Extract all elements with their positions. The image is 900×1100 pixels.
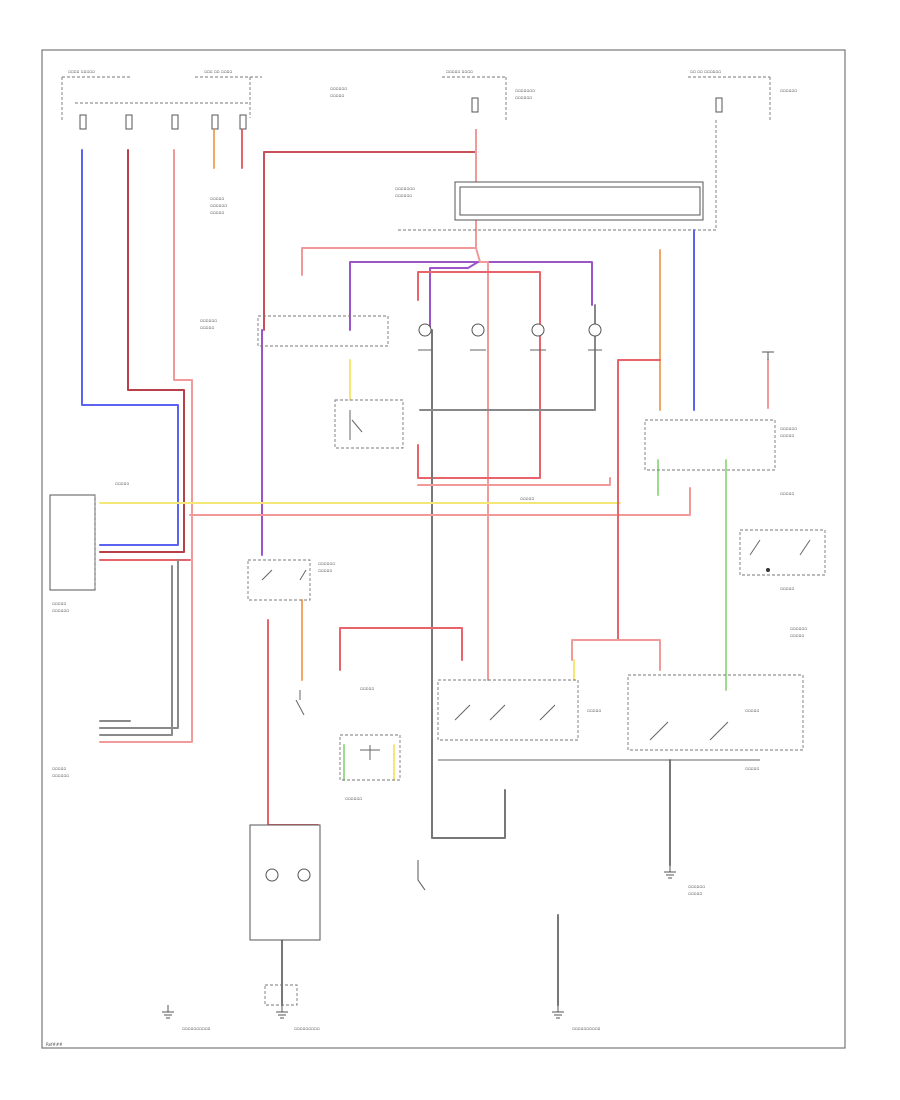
svg-text:▫▫▫▫▫: ▫▫▫▫▫ (587, 708, 601, 713)
svg-text:▫▫▫▫▫▫: ▫▫▫▫▫▫ (200, 318, 217, 323)
mid-switch (247, 559, 311, 601)
wire-gray-left (99, 565, 173, 736)
svg-text:▫▫▫▫▫: ▫▫▫▫▫ (52, 766, 66, 771)
svg-text:▫▫▫▫▫: ▫▫▫▫▫ (200, 325, 214, 330)
svg-text:▫▫▫▫▫: ▫▫▫▫▫ (520, 496, 534, 501)
svg-text:▫▫▫▫▫▫: ▫▫▫▫▫▫ (330, 86, 347, 91)
svg-text:▫▫▫▫▫▫: ▫▫▫▫▫▫ (318, 561, 335, 566)
svg-text:▫▫▫▫▫: ▫▫▫▫▫ (745, 708, 759, 713)
svg-text:▫▫▫▫▫: ▫▫▫▫▫ (780, 433, 794, 438)
ground-icon (162, 351, 774, 1019)
svg-text:▫▫▫▫▫▫▫▫▫▫: ▫▫▫▫▫▫▫▫▫▫ (182, 1026, 211, 1031)
svg-text:▫▫▫▫▫▫: ▫▫▫▫▫▫ (780, 426, 797, 431)
diagram-border (41, 49, 846, 1049)
svg-text:▫▫▫▫▫▫: ▫▫▫▫▫▫ (395, 193, 412, 198)
svg-text:▫▫▫▫▫: ▫▫▫▫▫ (745, 766, 759, 771)
sensor-small (339, 734, 401, 781)
svg-text:▫▫▫ ▫▫ ▫▫▫▫: ▫▫▫ ▫▫ ▫▫▫▫ (204, 69, 232, 74)
labels: ▫▫▫▫▫▫ ▫▫▫▫▫ ▫▫▫▫▫▫▫ ▫▫▫▫▫▫ ▫▫▫▫▫▫ ▫▫▫▫▫… (52, 86, 807, 1031)
wire-gray-box (419, 304, 596, 411)
svg-text:▫▫▫▫▫▫: ▫▫▫▫▫▫ (210, 203, 227, 208)
svg-text:▫▫▫▫▫: ▫▫▫▫▫ (318, 568, 332, 573)
top-power-feeds: ▫▫▫▫ ▫▫▫▫▫ ▫▫▫ ▫▫ ▫▫▫▫ ▫▫▫▫▫ ▫▫▫▫ ▫▫ ▫▫ … (61, 69, 771, 120)
right-relay (644, 419, 826, 576)
svg-text:▫▫▫▫▫: ▫▫▫▫▫ (210, 210, 224, 215)
svg-text:▫▫▫▫▫: ▫▫▫▫▫ (330, 93, 344, 98)
wire-red-right (617, 359, 661, 641)
wire-pink-right (571, 639, 661, 671)
footer-code: Ref### (46, 1042, 63, 1047)
svg-text:▫▫▫▫▫▫: ▫▫▫▫▫▫ (345, 796, 362, 801)
svg-text:▫▫▫▫▫▫: ▫▫▫▫▫▫ (688, 884, 705, 889)
wire-pink-center (301, 247, 489, 681)
svg-text:▫▫▫▫▫▫▫: ▫▫▫▫▫▫▫ (515, 88, 535, 93)
svg-text:▫▫▫▫▫▫: ▫▫▫▫▫▫ (780, 88, 797, 93)
wire-pink-h (189, 487, 691, 516)
wire-blue-left (81, 149, 179, 546)
svg-text:▫▫ ▫▫ ▫▫▫▫▫▫: ▫▫ ▫▫ ▫▫▫▫▫▫ (690, 69, 721, 74)
lower-switches (437, 674, 804, 761)
svg-text:▫▫▫▫▫: ▫▫▫▫▫ (360, 686, 374, 691)
wire-gray-center (431, 329, 506, 839)
svg-text:▫▫▫▫▫ ▫▫▫▫: ▫▫▫▫▫ ▫▫▫▫ (446, 69, 473, 74)
svg-text:▫▫▫▫▫▫: ▫▫▫▫▫▫ (52, 608, 69, 613)
wire-pink-left (99, 149, 193, 743)
svg-text:▫▫▫▫▫: ▫▫▫▫▫ (115, 481, 129, 486)
svg-text:▫▫▫▫▫: ▫▫▫▫▫ (210, 196, 224, 201)
lamp-box (249, 824, 321, 941)
top-module (398, 120, 717, 231)
svg-text:▫▫▫▫▫: ▫▫▫▫▫ (780, 491, 794, 496)
fuses (79, 97, 723, 130)
svg-text:▫▫▫▫ ▫▫▫▫▫: ▫▫▫▫ ▫▫▫▫▫ (68, 69, 95, 74)
left-module (49, 494, 96, 591)
svg-text:▫▫▫▫▫: ▫▫▫▫▫ (688, 891, 702, 896)
small-switch-lower (295, 690, 305, 716)
svg-text:▫▫▫▫▫: ▫▫▫▫▫ (790, 633, 804, 638)
connector-bottom (264, 984, 298, 1006)
wire-red-lower (339, 627, 463, 671)
svg-text:▫▫▫▫▫▫: ▫▫▫▫▫▫ (790, 626, 807, 631)
svg-text:▫▫▫▫▫: ▫▫▫▫▫ (780, 586, 794, 591)
svg-text:▫▫▫▫▫▫: ▫▫▫▫▫▫ (52, 773, 69, 778)
svg-text:▫▫▫▫▫▫▫▫▫: ▫▫▫▫▫▫▫▫▫ (294, 1026, 320, 1031)
svg-text:▫▫▫▫▫▫▫▫▫▫: ▫▫▫▫▫▫▫▫▫▫ (572, 1026, 601, 1031)
center-relays (257, 315, 602, 351)
svg-text:▫▫▫▫▫: ▫▫▫▫▫ (52, 601, 66, 606)
wire-pink-h2 (417, 477, 611, 486)
wire-purple-loop (349, 261, 593, 331)
switch-box-mid (334, 399, 404, 449)
wire-purple-mid (429, 261, 479, 331)
wire-red-loop (417, 271, 541, 479)
svg-text:▫▫▫▫▫▫: ▫▫▫▫▫▫ (515, 95, 532, 100)
wire-darkred-left (99, 149, 185, 553)
wire-gray-left2 (99, 559, 179, 729)
svg-text:▫▫▫▫▫▫▫: ▫▫▫▫▫▫▫ (395, 186, 415, 191)
